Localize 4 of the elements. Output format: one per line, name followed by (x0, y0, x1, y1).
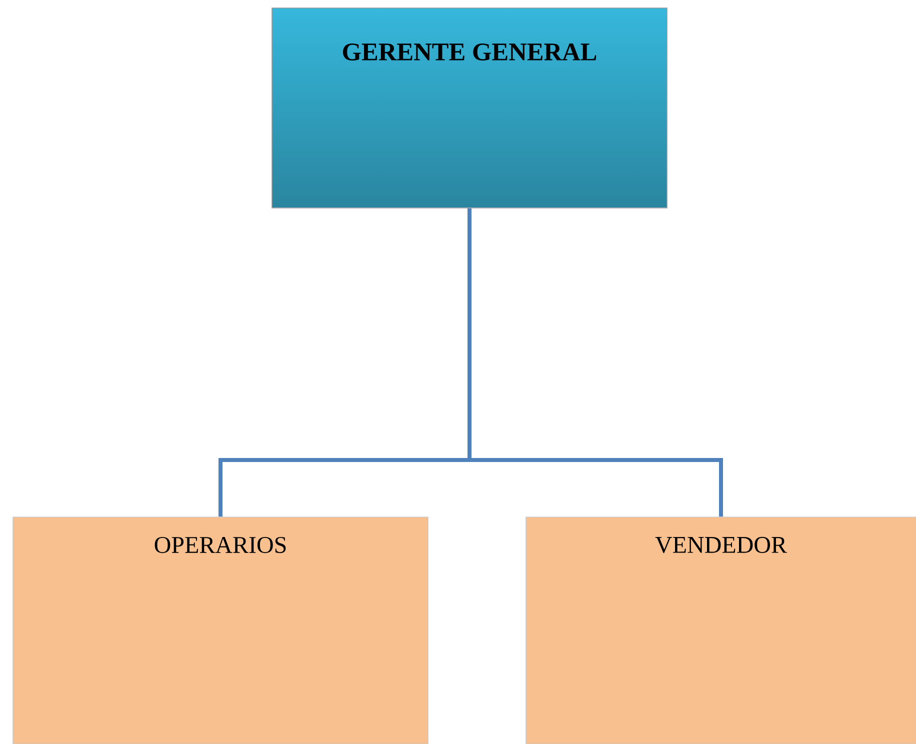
connector-line (468, 208, 723, 517)
department-box: VENDEDOR (526, 516, 916, 744)
manager-box: GERENTE GENERAL (272, 8, 668, 208)
department-box: OPERARIOS (12, 516, 428, 744)
